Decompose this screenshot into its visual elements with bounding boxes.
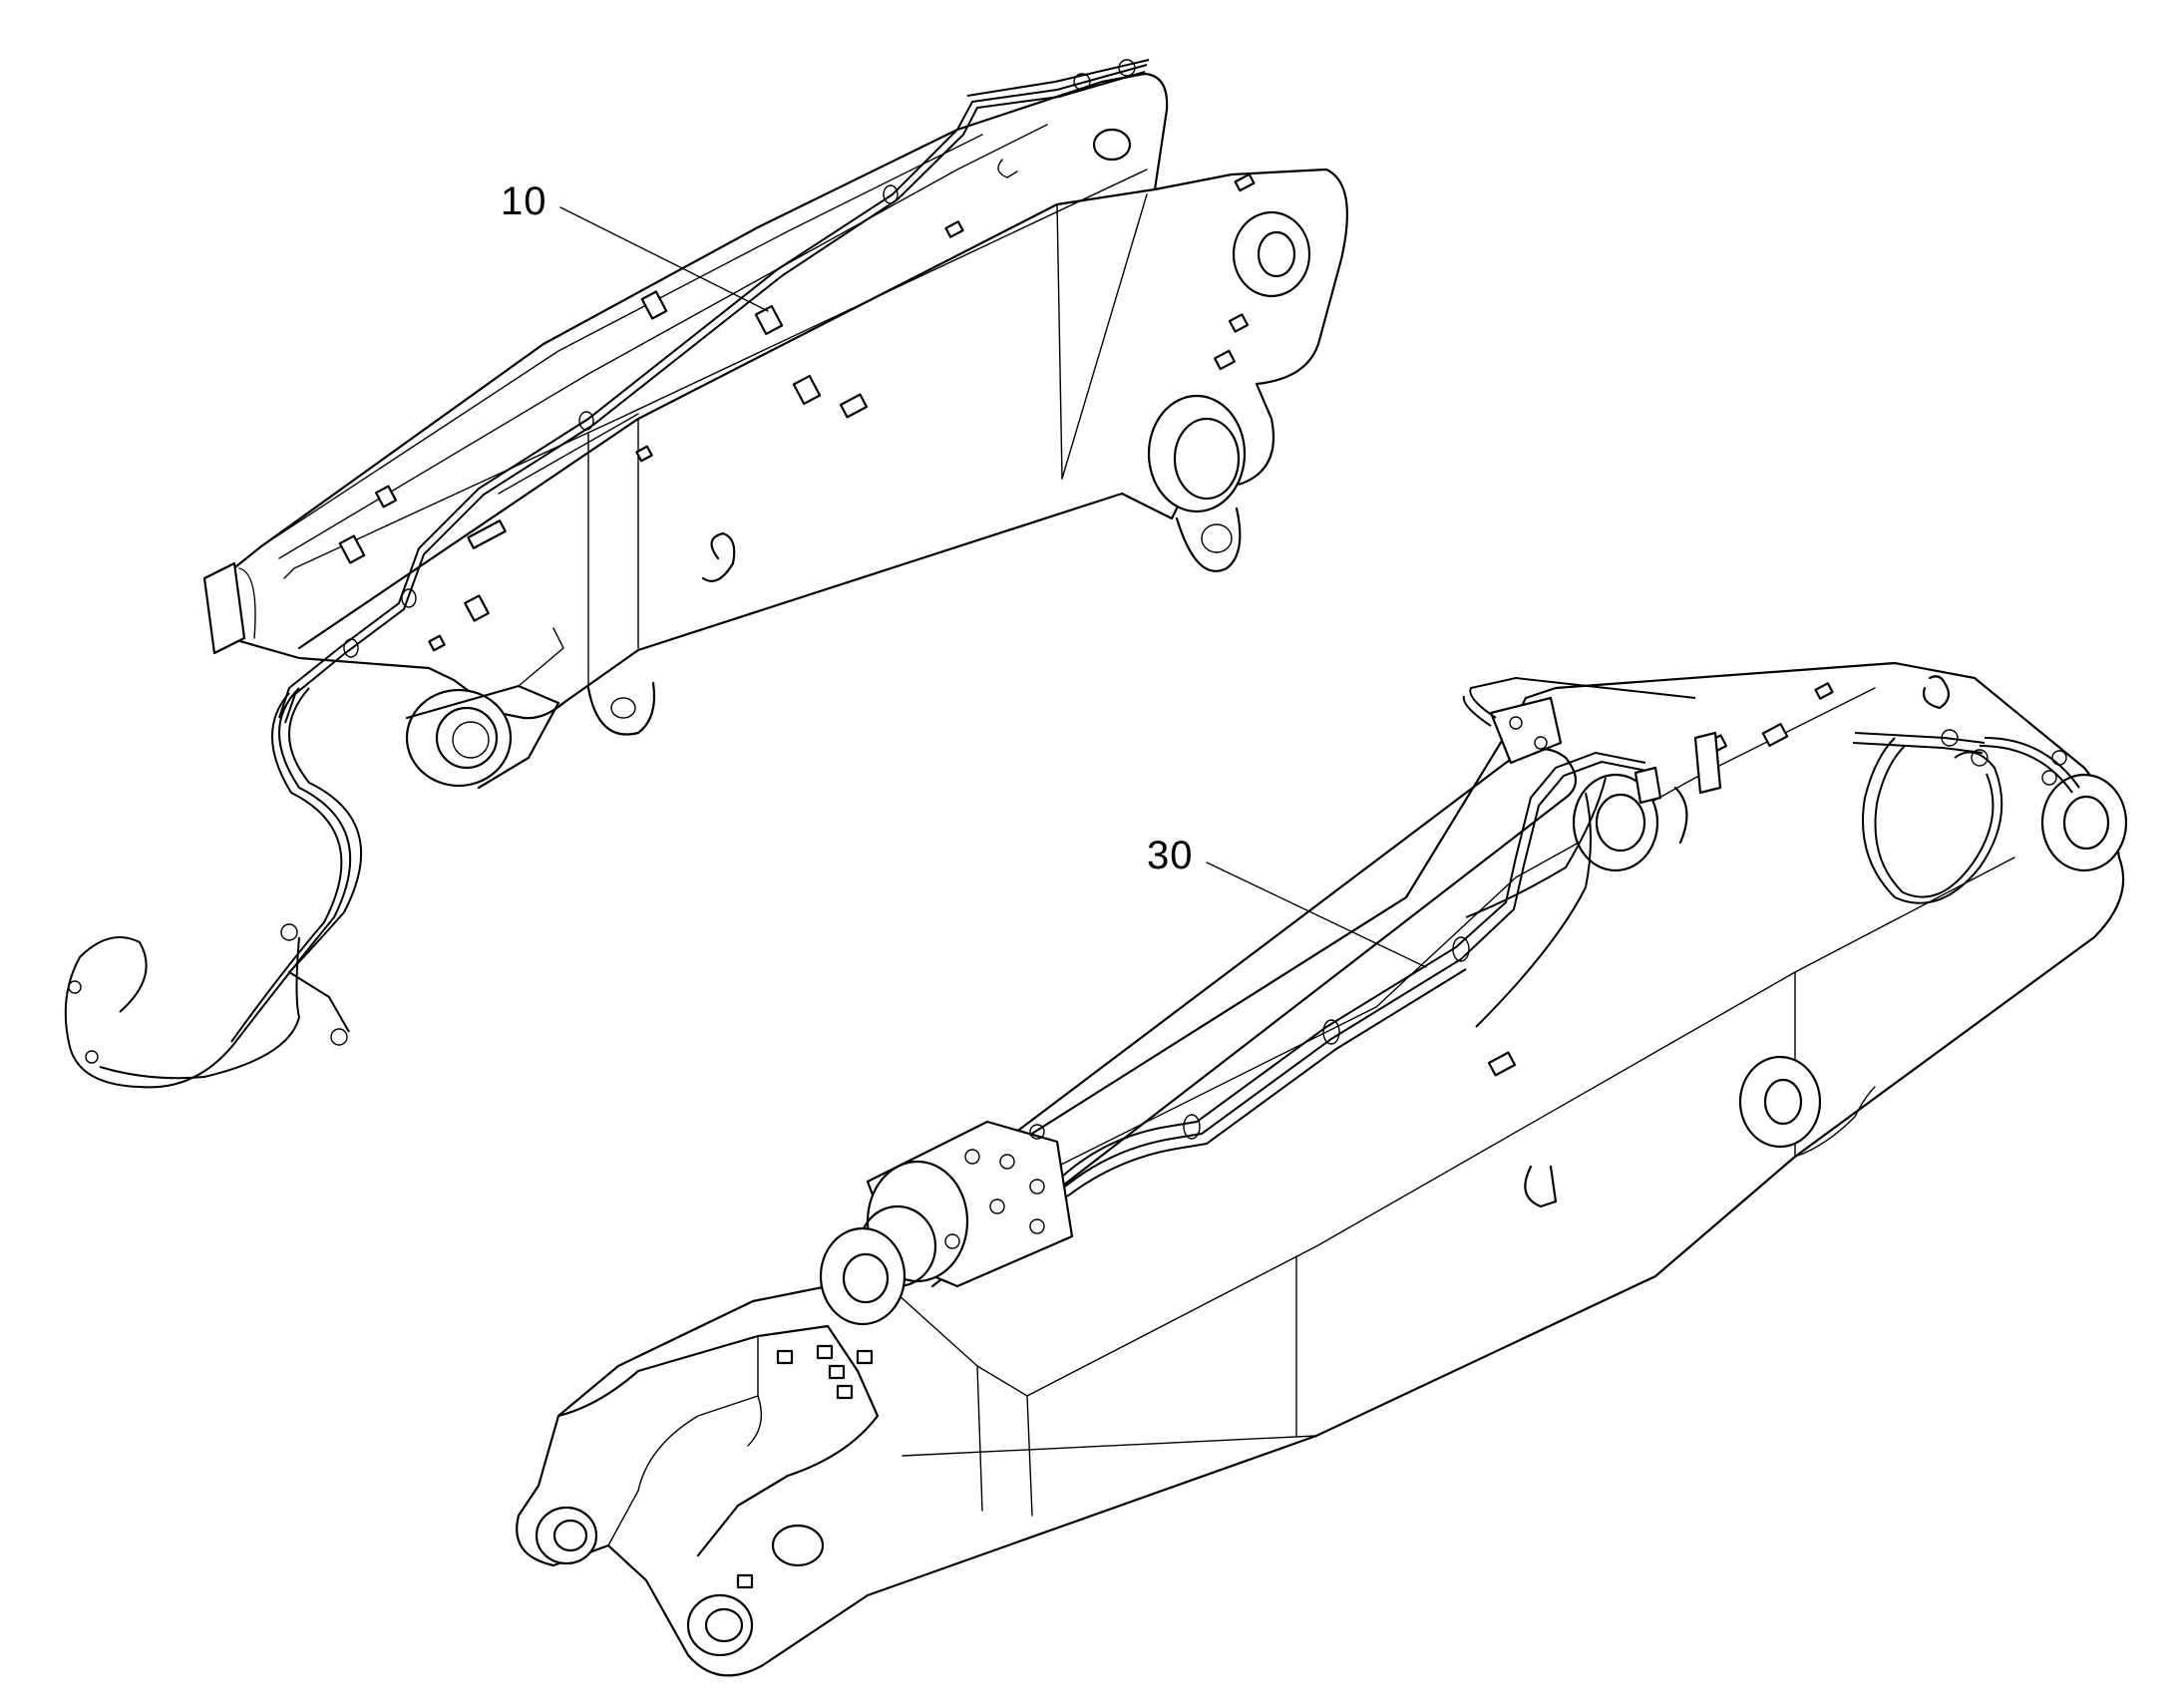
boom-front-block	[202, 561, 246, 655]
boom-top-ridge	[297, 187, 1157, 650]
arm-valve-block	[1489, 696, 1563, 765]
leader-30	[1206, 861, 1427, 968]
boom-foot-boss	[405, 688, 513, 788]
arm-hydraulic-lines	[1061, 676, 2080, 1197]
callout-30: 30	[1147, 834, 1194, 877]
boom-assembly	[64, 59, 1348, 1089]
boom-body-outline	[227, 72, 1348, 720]
arm-rear-eye	[2040, 773, 2128, 872]
arm-tip-eye-lower	[686, 1593, 754, 1657]
arm-side-cap	[771, 1524, 825, 1567]
leader-10	[559, 206, 769, 312]
arm-pads	[736, 682, 1834, 1589]
boom-cylinder-boss	[1147, 394, 1247, 513]
arm-tip-eye-upper	[535, 1506, 598, 1565]
boom-lift-hook	[701, 531, 736, 582]
boom-head-boss	[1232, 210, 1311, 298]
arm-cylinder	[819, 748, 1688, 1326]
boom-pads	[338, 172, 1256, 652]
boom-hydraulic-lines	[278, 59, 1150, 724]
callout-10: 10	[501, 179, 547, 223]
arm-fork	[556, 1324, 880, 1557]
arm-link-boss	[1738, 1055, 1822, 1149]
cylinder-head-eye	[819, 1226, 907, 1326]
arm-assembly	[516, 661, 2128, 1677]
boom-dangling-hoses	[64, 687, 363, 1089]
arm-lift-hook	[1922, 675, 1951, 710]
callout-leaders	[559, 206, 1427, 968]
arm-body-outline	[516, 661, 2125, 1677]
cylinder-rod-eye	[1572, 773, 1659, 872]
